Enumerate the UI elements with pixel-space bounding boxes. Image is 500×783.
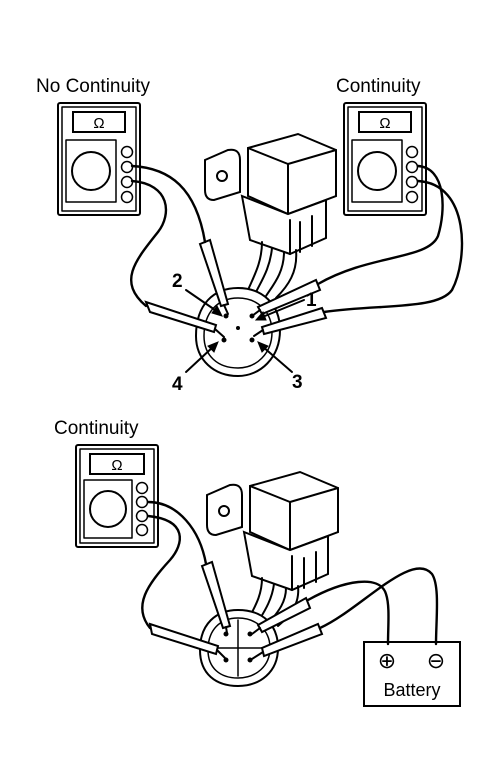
ohm-symbol: Ω [379,115,390,132]
probe-handle [200,560,232,630]
meter-dial-icon [89,490,127,528]
meter-display [72,111,126,133]
terminal-4-label: 4 [172,374,183,395]
relay-box [247,132,337,216]
relay-housing [242,530,329,592]
relay-bracket [204,148,241,202]
harness-wire [265,251,285,297]
top-probe-2 [198,238,230,315]
bottom-probe-right-upper [251,596,312,635]
relay-bracket [206,483,243,537]
battery-negative-terminal: ⊖ [427,648,445,673]
probe-tip [251,627,261,635]
probe-tip [225,626,228,634]
meter-display [89,453,145,475]
left-meter-lead-a [130,164,207,244]
meter-bezel [79,448,155,544]
terminal-2-arrow [185,289,219,313]
terminal-4-pin [221,337,227,343]
battery-positive-wire [306,580,390,646]
probe-handle [144,300,218,334]
terminal-1-arrow [259,299,305,319]
meter-jack-4 [405,190,419,204]
meter-jack-1 [120,145,134,159]
meter-bezel [347,106,423,212]
ohm-symbol: Ω [111,457,122,474]
probe-handle [198,238,230,308]
terminal-3-pin [249,337,255,343]
meter-dial-icon [71,151,111,191]
terminal-2-label: 2 [172,271,183,292]
meter-dial-icon [357,151,397,191]
bottom-ohmmeter: Ω [75,444,159,548]
top-probe-3 [253,306,328,337]
meter-face-panel [83,479,133,539]
relay-box [249,470,339,552]
arrowhead-icon [207,341,219,353]
probe-tip [216,649,226,659]
terminal-3-label: 3 [292,372,303,393]
left-meter-lead-b [129,179,168,308]
ohm-symbol: Ω [93,115,104,132]
meter-face-panel [351,139,403,203]
harness-wire [255,247,273,293]
arrowhead-icon [257,341,269,353]
left-ohmmeter: Ω [57,102,141,216]
meter-bezel [61,106,137,212]
terminal-4-arrow [185,345,215,373]
bottom-probe-top [200,560,232,634]
right-ohmmeter: Ω [343,102,427,216]
arrowhead-icon [254,311,267,321]
right-meter-lead-b [322,179,464,314]
terminal-3-arrow [261,345,293,373]
bracket-hole [216,170,228,182]
top-probe-4 [144,300,225,338]
bottom-meter-lead-a [146,500,208,566]
battery-negative-wire [318,567,439,646]
relay-housing [240,194,327,256]
bottom-probe-left [148,622,226,659]
right-meter-label: Continuity [336,76,421,97]
probe-tip [253,329,264,337]
battery-positive-terminal: ⊕ [378,648,396,673]
top-relay [204,132,337,299]
probe-tip [251,651,264,660]
meter-face-panel [65,139,117,203]
meter-display [358,111,412,133]
right-meter-lead-a [316,164,444,286]
meter-jack-1 [405,145,419,159]
meter-jack-4 [135,523,149,537]
probe-handle [260,306,328,336]
bottom-relay [206,470,339,627]
bracket-hole [218,505,230,517]
terminal-1-label: 1 [306,290,317,311]
terminal-2-pin [223,313,229,319]
battery: ⊕ ⊖ Battery [363,641,461,707]
connector-center [236,326,240,330]
harness-wire [275,249,298,299]
harness-wire [247,241,263,291]
probe-tip [223,304,229,315]
probe-tip [251,309,261,317]
probe-handle [260,622,324,658]
battery-icon [363,641,461,707]
probe-handle [256,596,312,634]
arrowhead-icon [211,305,223,317]
left-meter-label: No Continuity [36,76,151,97]
bottom-meter-lead-b [141,514,182,630]
bottom-probe-right-lower [251,622,324,660]
meter-jack-1 [135,481,149,495]
probe-handle [148,622,220,656]
bottom-meter-label: Continuity [54,418,139,439]
meter-jack-4 [120,190,134,204]
battery-label: Battery [383,680,440,700]
probe-tip [214,328,225,338]
